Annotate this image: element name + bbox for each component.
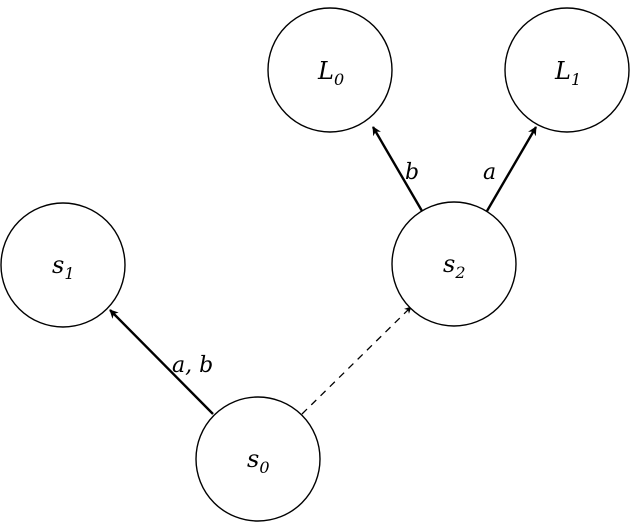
node-label-L1: L xyxy=(554,57,571,85)
edge-label-s2-L0: b xyxy=(405,160,419,185)
svg-text:s1: s1 xyxy=(52,251,75,283)
state-node-L0: L0 xyxy=(267,7,393,133)
state-node-L1: L1 xyxy=(504,7,630,133)
svg-text:L0: L0 xyxy=(317,57,344,89)
svg-text:s0: s0 xyxy=(247,445,270,477)
state-node-s1: s1 xyxy=(0,202,126,328)
node-sub-L0: 0 xyxy=(334,70,344,89)
edge-s0-to-s1: a, b xyxy=(109,309,214,415)
node-label-s0: s xyxy=(247,445,259,473)
edge-s2-to-L0: b xyxy=(371,126,424,212)
node-sub-L1: 1 xyxy=(571,70,581,89)
node-sub-s1: 1 xyxy=(64,264,74,283)
svg-text:L1: L1 xyxy=(554,57,581,89)
node-label-L0: L xyxy=(317,57,334,85)
node-label-s2: s xyxy=(443,250,455,278)
edge-s2-to-L1: a xyxy=(483,126,538,212)
state-node-s2: s2 xyxy=(391,201,517,327)
edge-label-s2-L1: a xyxy=(483,160,496,185)
edge-s0-to-s2 xyxy=(301,306,412,415)
node-sub-s0: 0 xyxy=(259,458,269,477)
svg-text:s2: s2 xyxy=(443,250,466,282)
edge-label-s0-s1: a, b xyxy=(172,353,213,378)
node-label-s1: s xyxy=(52,251,64,279)
node-sub-s2: 2 xyxy=(454,263,465,282)
state-node-s0: s0 xyxy=(195,396,321,522)
